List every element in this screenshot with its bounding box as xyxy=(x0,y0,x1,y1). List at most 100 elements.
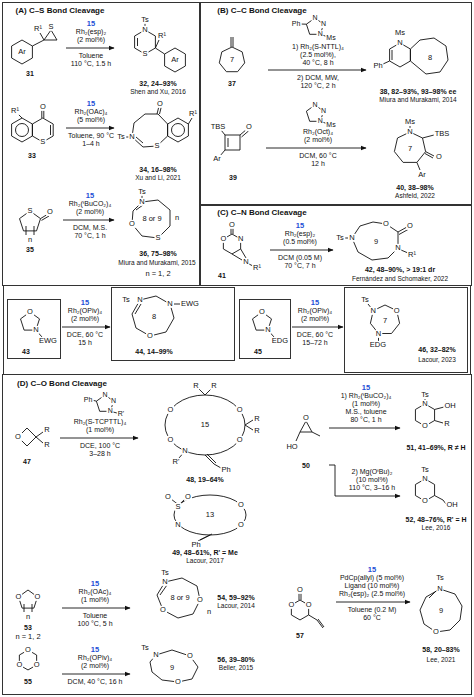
atom-label: 55 xyxy=(23,678,33,686)
panel-heading: N xyxy=(370,306,377,314)
molecule xyxy=(223,227,253,266)
panel-heading: O xyxy=(26,308,34,316)
panel-heading: O xyxy=(287,601,295,609)
panel-heading: N xyxy=(136,296,143,304)
panel-heading: R¹ xyxy=(252,264,262,272)
panel-heading: Ts xyxy=(140,16,150,24)
molecule xyxy=(20,211,50,235)
panel-heading: R xyxy=(43,426,50,434)
reaction-arrow xyxy=(266,148,366,149)
molecule xyxy=(132,194,170,238)
molecule xyxy=(132,296,180,336)
molecule xyxy=(220,129,249,156)
compound-group: TsNOOH52, 48–76%, R' = HLee, 2016 xyxy=(402,462,471,536)
panel-heading: Ts xyxy=(116,133,126,141)
panel-heading: 9 xyxy=(373,238,379,246)
panel-box: TsNNEWGO844, 14–99% xyxy=(112,288,234,360)
bond-line xyxy=(345,227,408,253)
compound-group: RROOOONR'RR15Ph48, 19–64% xyxy=(140,380,270,485)
reaction-arrow xyxy=(292,327,343,328)
catalyst-number: 15 xyxy=(86,100,96,108)
panel-heading: O xyxy=(24,646,32,654)
panel-heading: R¹ xyxy=(10,107,20,115)
panel-heading: 7 xyxy=(382,317,388,325)
atom-label: 32, 24–93% xyxy=(138,80,177,88)
panel-heading: EWG xyxy=(180,300,200,308)
panel-heading: O xyxy=(33,661,41,669)
panel-heading: n xyxy=(206,608,212,616)
panel-heading: Ts xyxy=(435,574,445,582)
condition-text: 40 °C, 8 h xyxy=(301,59,334,67)
panel-heading: Ts xyxy=(140,644,150,652)
ring xyxy=(420,589,462,632)
panel-heading: N xyxy=(166,300,173,308)
panel-heading: S xyxy=(26,207,33,215)
panel-heading: 8 xyxy=(427,54,433,62)
panel-heading: S xyxy=(153,142,160,150)
compound-group: R¹ArS31 xyxy=(6,18,64,80)
reference-text: (C) C–N Bond Cleavage xyxy=(216,209,307,218)
condition-text: (2 mol%) xyxy=(76,36,106,44)
condition-text: Rh₂(esp)₂ xyxy=(284,230,316,238)
panel-heading: n = 1, 2 xyxy=(144,270,171,278)
reaction-arrow xyxy=(329,428,400,429)
panel-heading: OH xyxy=(443,402,456,410)
panel-heading: O xyxy=(146,332,154,340)
ring xyxy=(410,38,448,74)
panel-heading: O xyxy=(166,436,174,444)
panel-heading: Ar xyxy=(170,56,180,64)
molecule xyxy=(165,389,253,468)
condition-text: 12 h xyxy=(310,160,326,168)
condition-text: 110 °C, 1.5 h xyxy=(70,60,112,68)
ring xyxy=(168,118,189,142)
atom-label: 43 xyxy=(21,348,31,356)
atom-label: 53 xyxy=(23,624,33,632)
panel-heading: N xyxy=(406,128,413,136)
atom-label: 51, 41–69%, R ≠ H xyxy=(405,444,466,452)
condition-text: Rh₂(Oct)₄ xyxy=(302,128,334,136)
reaction-arrow xyxy=(66,128,114,129)
reaction-arrow xyxy=(63,220,114,221)
condition-text: (2 mol%) xyxy=(75,208,105,216)
panel-heading: O xyxy=(406,222,414,230)
panel-heading: TBS xyxy=(210,123,227,131)
condition-text: Ph xyxy=(291,20,302,28)
condition-text: N xyxy=(101,391,108,399)
condition-text: 2) Mg(OᵗBu)₂ xyxy=(351,468,394,476)
panel-heading: Ph xyxy=(220,466,231,474)
panel-heading: O xyxy=(166,406,174,414)
panel-heading: n xyxy=(174,214,180,222)
molecule xyxy=(383,38,448,74)
condition-text: DCE, 100 °C xyxy=(79,442,121,450)
panel-heading: S xyxy=(39,138,46,146)
condition-text: Rh₂(OPiv)₄ xyxy=(67,307,103,315)
condition-text: N xyxy=(317,30,324,38)
panel-box: (A) C–S Bond CleavageR¹ArS31TsNSR¹Ar32, … xyxy=(3,3,200,285)
condition-text: (2 mol%) xyxy=(300,315,330,323)
catalyst-number: 15 xyxy=(86,20,96,28)
condition-text: 2) DCM, MW, xyxy=(296,74,340,82)
panel-box: ONEDG45 xyxy=(240,300,290,358)
condition-text: 70 °C, 7 h xyxy=(283,262,316,270)
condition-text: N xyxy=(320,107,327,115)
compound-group: OSn35 xyxy=(6,195,61,255)
compound-group: OTsNSR¹34, 16–98%Xu and Li, 2021 xyxy=(116,96,200,182)
bond-line xyxy=(231,227,253,266)
compound-number: Shen and Xu, 2016 xyxy=(129,88,187,95)
reaction-arrow xyxy=(329,465,400,496)
panel-heading: O xyxy=(46,208,54,216)
condition-text: (0.5 mol%) xyxy=(282,238,318,246)
panel-heading: O xyxy=(305,601,313,609)
panel-heading: N xyxy=(128,133,135,141)
compound-group: TsNOOHR51, 41–69%, R ≠ H xyxy=(402,385,471,457)
molecule xyxy=(291,592,324,628)
reaction-arrow xyxy=(336,602,410,603)
condition-text: Toluene, 90 °C xyxy=(67,132,115,140)
atom-label: 40, 38–98% xyxy=(395,184,434,192)
panel-heading: O xyxy=(393,306,401,314)
compound-group: OOO57 xyxy=(282,585,334,641)
panel-heading: OH xyxy=(445,501,458,509)
panel-heading: O xyxy=(421,497,429,505)
panel-heading: N xyxy=(436,585,443,593)
